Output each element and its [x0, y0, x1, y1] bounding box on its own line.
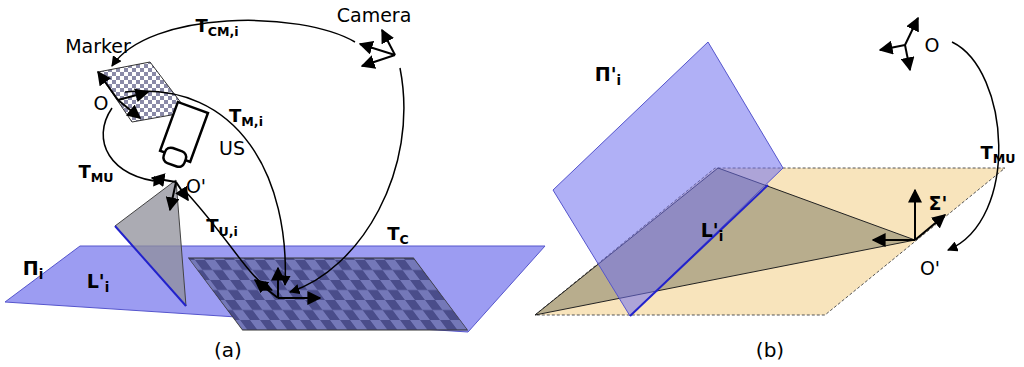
plane-name: Πi	[23, 259, 43, 281]
caption-us: US	[219, 139, 245, 158]
origin-name: O'	[186, 177, 206, 196]
transform-name: TU,i	[206, 217, 238, 238]
us-probe	[157, 102, 208, 170]
us-fan	[115, 180, 186, 306]
origin-name: O	[925, 36, 940, 55]
caption-camera: Camera	[337, 6, 412, 25]
marker-axes	[880, 18, 918, 70]
line-name: L'i	[87, 272, 110, 294]
plane	[5, 246, 545, 332]
transform-name: TMU	[78, 163, 113, 184]
transform-name: TC	[387, 225, 409, 246]
plane-name: Π'i	[595, 65, 621, 87]
panel-label: (a)	[214, 340, 242, 360]
line-l	[115, 226, 186, 306]
transform-arcs	[103, 20, 404, 292]
panel-label: (b)	[756, 340, 784, 360]
plane-pi	[553, 42, 783, 316]
transform-name: TM,i	[229, 107, 263, 128]
transform-name: TMU	[980, 144, 1015, 165]
transform-name: TCM,i	[195, 17, 238, 38]
origin-name: O	[94, 94, 109, 113]
camera-axes	[360, 30, 395, 66]
line-name: L'i	[701, 221, 724, 243]
transform-arc	[948, 42, 999, 250]
line-l	[630, 185, 768, 316]
caption-marker: Marker	[65, 37, 131, 56]
origin-name: O'	[920, 259, 940, 278]
plane-name: Σ'	[929, 194, 948, 213]
checkerboard	[189, 258, 468, 330]
probe-axes	[152, 178, 188, 210]
